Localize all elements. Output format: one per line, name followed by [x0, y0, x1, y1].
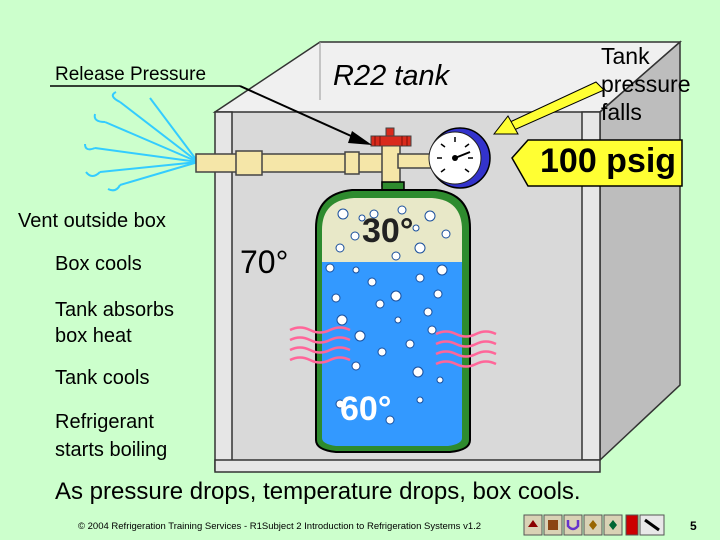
copyright-footer: © 2004 Refrigeration Training Services -…: [78, 521, 482, 532]
tank-pressure-falls-line-1: Tank: [601, 43, 650, 69]
tank-absorbs-line-2: box heat: [55, 325, 132, 347]
release-pointer: [50, 85, 372, 145]
pipe-horizontal: [195, 153, 393, 173]
vent-outside-box-label: Vent outside box: [18, 210, 166, 232]
release-spray: [84, 91, 199, 192]
boiling-bubbles: [325, 205, 451, 425]
refrigerant-boiling-line-1: Refrigerant: [55, 411, 154, 433]
refrigerant-boiling-label: Refrigerant starts boiling: [55, 408, 167, 464]
pressure-gauge: [428, 127, 491, 189]
caption: As pressure drops, temperature drops, bo…: [55, 478, 581, 505]
page-number: 5: [690, 519, 697, 533]
tank-title: R22 tank: [333, 60, 450, 92]
tank-pressure-falls-line-2: pressure: [601, 71, 691, 97]
tank-absorbs-label: Tank absorbs box heat: [55, 297, 174, 349]
tank-cools-label: Tank cools: [55, 367, 150, 389]
tank-pressure-falls-label: Tank pressure falls: [601, 42, 690, 126]
pipe-coupling: [235, 150, 263, 176]
tank-pressure-falls-line-3: falls: [601, 99, 642, 125]
heat-waves-left: [289, 326, 351, 364]
box-front-bottom-frame: [214, 459, 601, 473]
return-icon[interactable]: [563, 514, 583, 536]
pressure-falls-arrow: [492, 81, 605, 135]
footer-nav: [523, 514, 665, 536]
tank-absorbs-line-1: Tank absorbs: [55, 299, 174, 321]
box-temperature: 70°: [240, 244, 289, 280]
psig-callout-box: [511, 139, 683, 187]
pipe-fitting: [344, 151, 360, 175]
release-pressure-label: Release Pressure: [55, 64, 207, 85]
vapor-temperature: 30°: [362, 212, 414, 250]
valve-handle: [370, 127, 412, 147]
heat-waves-right: [435, 330, 497, 368]
liquid-temperature: 60°: [340, 390, 392, 428]
box-cools-label: Box cools: [55, 253, 142, 275]
refrigerant-boiling-line-2: starts boiling: [55, 439, 168, 461]
gauge-reading: 100 psig: [540, 142, 677, 180]
release-pointer-arrowhead: [348, 131, 372, 145]
vent-pipe: [195, 143, 435, 187]
